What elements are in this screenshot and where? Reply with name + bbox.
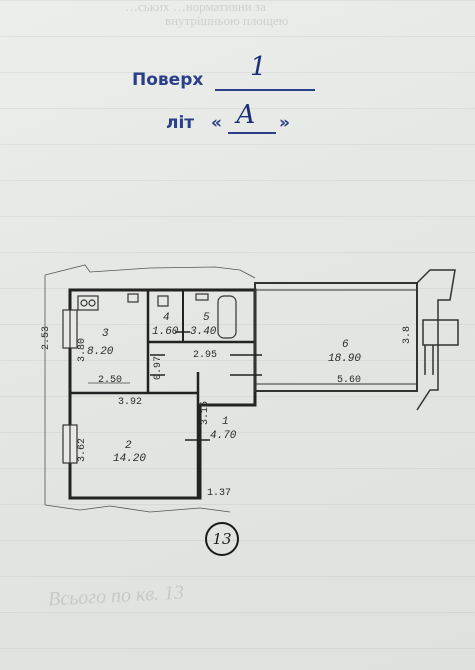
- floor-label: Поверх: [132, 70, 204, 90]
- letter-value: А: [236, 100, 256, 130]
- room6-number: 6: [342, 339, 349, 351]
- room1-area: 4.70: [210, 430, 237, 442]
- room6-area: 18.90: [328, 353, 361, 365]
- exterior-stairs-bottom: [44, 504, 231, 513]
- toilet-icon: [157, 295, 169, 307]
- apartment-number-circle: 13: [205, 522, 239, 556]
- dim-room3-height: 3.80: [77, 338, 88, 362]
- dim-bath-width: 2.95: [193, 350, 217, 361]
- room5-area: 3.40: [190, 326, 217, 338]
- floor-value: 1: [250, 52, 267, 82]
- room4-number: 4: [163, 312, 170, 324]
- washbasin-icon: [195, 293, 209, 301]
- room1-number: 1: [222, 416, 229, 428]
- letter-underline: [228, 132, 276, 134]
- letter-close-quote: »: [279, 113, 290, 133]
- faded-header-text: …ських …нормативни за внутрішньою площею: [125, 0, 288, 28]
- room4-area: 1.60: [152, 326, 179, 338]
- dim-balcony-length: 5.60: [337, 375, 361, 386]
- dim-corridor-narrow: 0.97: [153, 356, 164, 380]
- letter-open-quote: «: [211, 113, 222, 133]
- room2-area: 14.20: [113, 453, 146, 465]
- balcony-outline: [416, 269, 456, 411]
- room3-area: 8.20: [87, 346, 114, 358]
- letter-label: літ: [166, 113, 195, 133]
- room5-number: 5: [203, 312, 210, 324]
- floor-underline: [215, 89, 315, 91]
- dim-left-bottom: 3.62: [77, 438, 88, 462]
- sink-icon: [127, 293, 139, 303]
- dim-corridor-height: 3.15: [200, 401, 211, 425]
- faded-header-line-1: …ських …нормативни за: [125, 0, 266, 14]
- dim-balcony-width: 3.8: [402, 326, 413, 344]
- faded-header-line-2: внутрішньою площею: [165, 13, 289, 28]
- dim-left-top: 2.53: [41, 326, 52, 350]
- balcony-window: [422, 319, 459, 346]
- bathtub-icon: [217, 295, 237, 339]
- dim-room3-width: 2.50: [98, 375, 122, 386]
- dim-room2-width: 3.92: [118, 397, 142, 408]
- dim-bottom-small: 1.37: [207, 488, 231, 499]
- room3-number: 3: [102, 328, 109, 340]
- room2-number: 2: [125, 440, 132, 452]
- exterior-stairs-top: [44, 264, 256, 279]
- stove-icon: [77, 295, 99, 311]
- room6-outline: [254, 282, 418, 392]
